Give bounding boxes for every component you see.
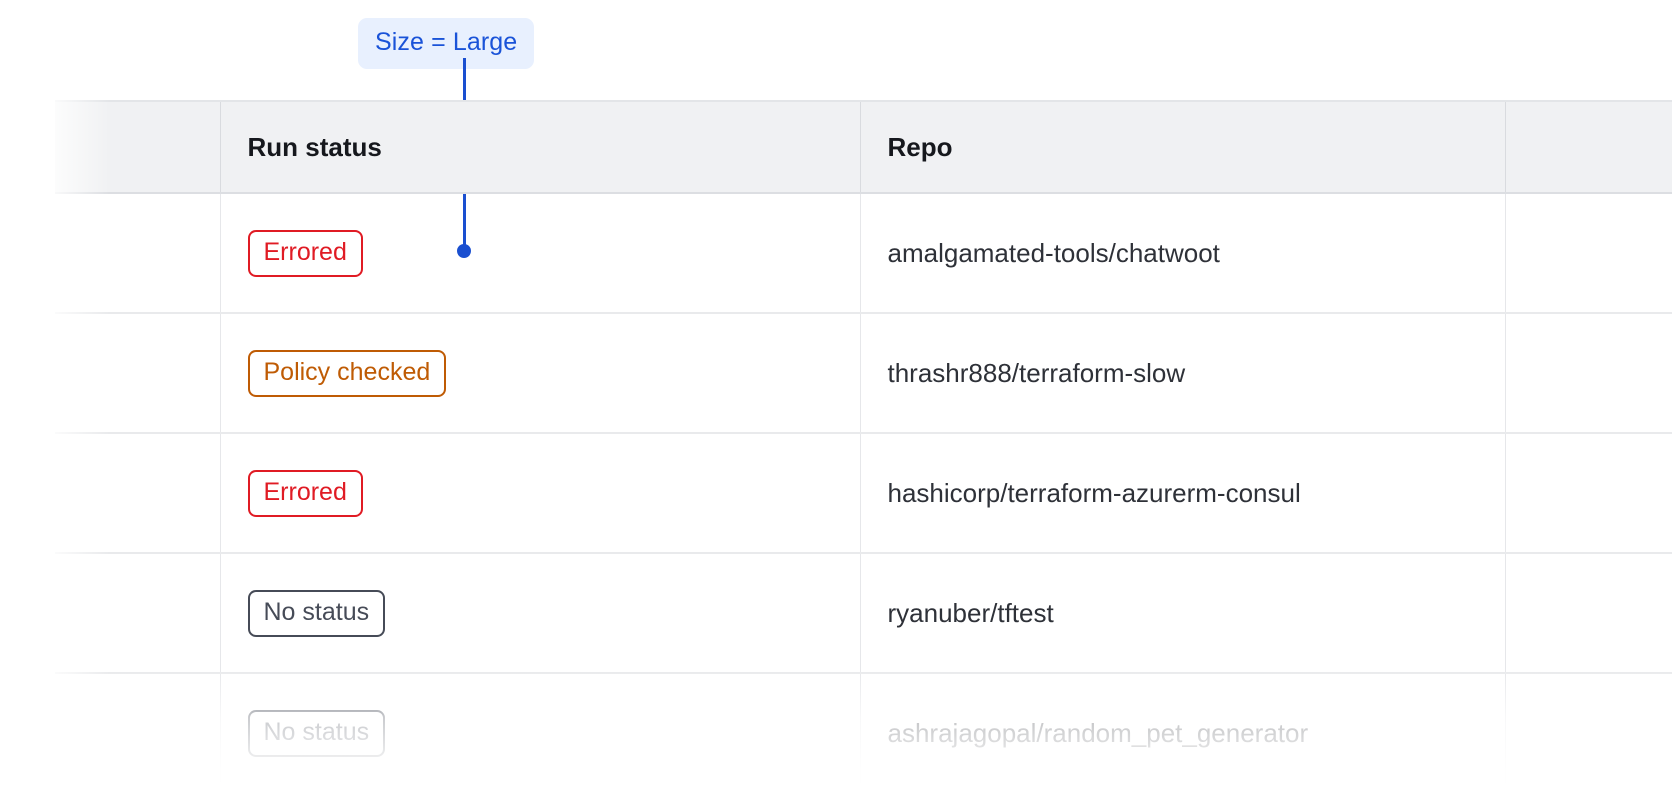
repo-cell[interactable]: thrashr888/terraform-slow: [859, 313, 1505, 434]
table-row[interactable]: Errored hashicorp/terraform-azurerm-consu…: [55, 433, 1672, 554]
row-spacer-cell: [55, 193, 220, 314]
status-badge[interactable]: Errored: [247, 469, 363, 517]
runs-table: Run status Repo Errored amalgamated-tools…: [55, 100, 1672, 788]
runs-table-container: Run status Repo Errored amalgamated-tools…: [0, 100, 1672, 788]
run-status-cell: Errored: [219, 433, 860, 554]
repo-cell[interactable]: amalgamated-tools/chatwoot: [859, 193, 1505, 314]
column-header-tail: [1504, 100, 1672, 194]
table-row[interactable]: No status ryanuber/tftest: [55, 553, 1672, 674]
status-badge[interactable]: No status: [247, 709, 386, 757]
row-spacer-cell: [55, 673, 220, 788]
status-badge[interactable]: Errored: [247, 229, 363, 277]
row-tail-cell: [1504, 433, 1672, 554]
table-row[interactable]: No status ashrajagopal/random_pet_generat…: [55, 673, 1672, 788]
table-row[interactable]: Errored amalgamated-tools/chatwoot: [55, 193, 1672, 314]
row-tail-cell: [1504, 193, 1672, 314]
repo-cell[interactable]: ashrajagopal/random_pet_generator: [859, 673, 1505, 788]
status-badge[interactable]: Policy checked: [247, 349, 447, 397]
column-header-run-status[interactable]: Run status: [219, 100, 860, 194]
size-annotation-badge: Size = Large: [358, 18, 535, 69]
table-header: Run status Repo: [55, 100, 1672, 194]
table-header-row: Run status Repo: [55, 100, 1672, 194]
row-tail-cell: [1504, 553, 1672, 674]
row-tail-cell: [1504, 313, 1672, 434]
status-badge[interactable]: No status: [247, 589, 386, 637]
row-tail-cell: [1504, 673, 1672, 788]
column-header-repo[interactable]: Repo: [859, 100, 1505, 194]
row-spacer-cell: [55, 313, 220, 434]
run-status-cell: Policy checked: [219, 313, 860, 434]
run-status-cell: Errored: [219, 193, 860, 314]
repo-cell[interactable]: hashicorp/terraform-azurerm-consul: [859, 433, 1505, 554]
run-status-cell: No status: [219, 553, 860, 674]
row-spacer-cell: [55, 553, 220, 674]
column-header-spacer: [55, 100, 220, 194]
run-status-cell: No status: [219, 673, 860, 788]
repo-cell[interactable]: ryanuber/tftest: [859, 553, 1505, 674]
row-spacer-cell: [55, 433, 220, 554]
table-row[interactable]: Policy checked thrashr888/terraform-slow: [55, 313, 1672, 434]
